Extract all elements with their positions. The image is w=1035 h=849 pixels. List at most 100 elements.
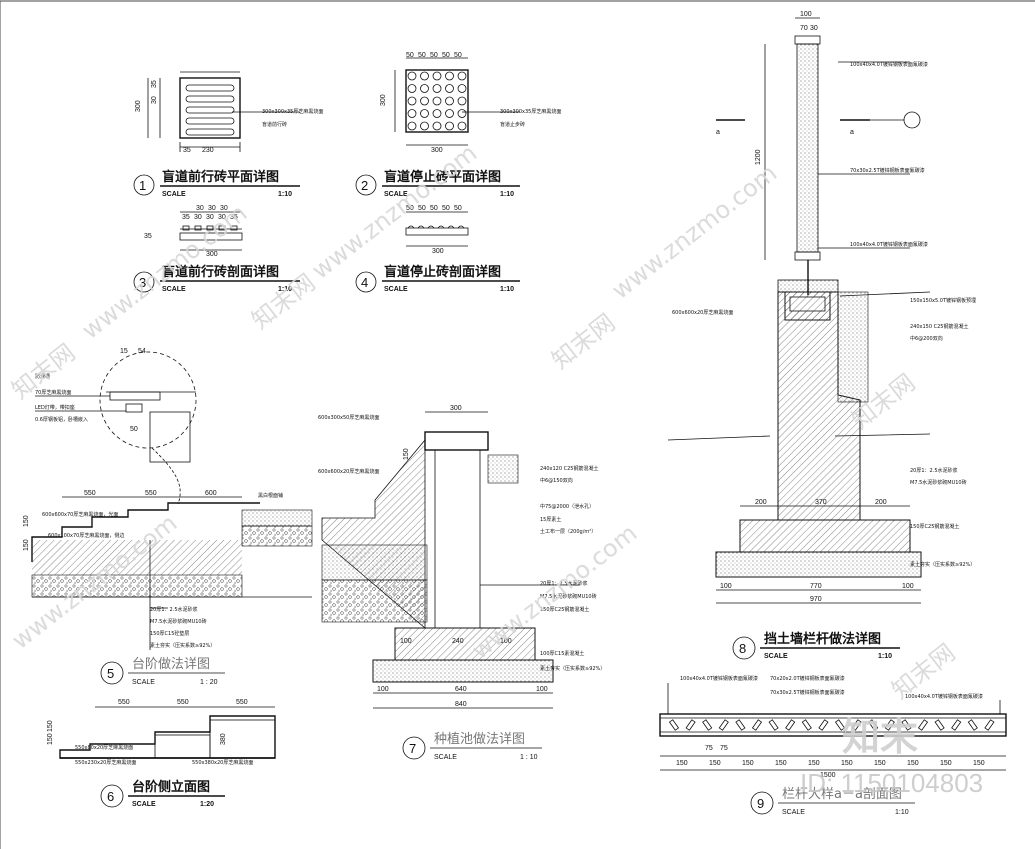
- d8-scale: 1:10: [878, 653, 892, 660]
- stop-dome: [407, 121, 417, 131]
- d7-dim-150: 150: [403, 448, 410, 460]
- d7-note-compact: 素土夯实（压实系数≥92%）: [540, 665, 605, 672]
- drawing-5-step-detail: 15 54 50 防滑槽 70厚芝麻黑烧面 LED灯带，带扣座 0.6厚钢板铝，…: [23, 348, 313, 686]
- watermark-brand-3: 知末网: [546, 308, 620, 374]
- d7-note-base: 100厚C15素混凝土: [540, 650, 584, 657]
- d6-scale-label: SCALE: [132, 801, 156, 808]
- d6-dim-550b: 550: [177, 699, 189, 706]
- railing-slat: [917, 719, 929, 731]
- watermark-id: ID: 1150104803: [800, 768, 983, 798]
- railing-slat: [668, 719, 680, 731]
- d2-dim-300b: 300: [431, 147, 443, 154]
- d8-scale-label: SCALE: [764, 653, 788, 660]
- d1-note-material: 300x300x35厚芝麻黑烧面: [262, 108, 323, 115]
- d6-scale: 1:20: [200, 801, 214, 808]
- d5-dim-50: 50: [130, 426, 138, 433]
- d8-note-mortar: 20厚1：2.5水泥砂浆: [910, 467, 958, 474]
- svg-text:50: 50: [442, 52, 450, 59]
- d5-dim-54: 54: [138, 348, 146, 355]
- railing-slat: [851, 719, 862, 731]
- d7-number: 7: [409, 741, 416, 756]
- d1-dim-30: 30: [151, 96, 158, 104]
- d3-scale-label: SCALE: [162, 286, 186, 293]
- d7-note-beam: 240x120 C25钢筋混凝土: [540, 465, 599, 472]
- d3-dim-35: 35: [144, 233, 152, 240]
- d5-dim-150b: 150: [23, 539, 30, 551]
- stop-dome: [420, 121, 429, 131]
- d8-title: 挡土墙栏杆做法详图: [764, 631, 881, 647]
- d6-title: 台阶侧立面图: [132, 779, 210, 795]
- d7-dim-240: 240: [452, 638, 464, 645]
- d8-dim-1200: 1200: [755, 149, 762, 165]
- svg-text:50: 50: [442, 205, 450, 212]
- d3-dim-30: 30: [196, 205, 204, 212]
- d1-title: 盲道前行砖平面详图: [162, 169, 279, 185]
- forward-tile-grooves: [185, 84, 235, 136]
- d7-dim-840: 840: [455, 701, 467, 708]
- d9-dim-segment: 150: [841, 760, 853, 767]
- stop-dome: [407, 96, 417, 106]
- d1-dim-230: 230: [202, 147, 214, 154]
- stop-tile-domes: [407, 71, 467, 131]
- d4-title: 盲道停止砖剖面详图: [384, 264, 501, 280]
- stop-dome: [432, 71, 442, 81]
- d5-number-circle: [100, 661, 124, 685]
- d1-dim-35b: 35: [183, 147, 191, 154]
- svg-text:50: 50: [454, 52, 462, 59]
- stop-dome: [407, 109, 417, 118]
- railing-slat: [984, 719, 995, 731]
- d8-note-bottomrail: 100x40x4.0T镀锌钢板表面氟碳漆: [850, 241, 928, 248]
- watermark-site-3: www.znzmo.com: [606, 159, 782, 305]
- svg-text:35: 35: [230, 214, 238, 221]
- d2-dim-50: 50: [406, 52, 414, 59]
- d2-scale-label: SCALE: [384, 191, 408, 198]
- d5-note-tread: 600x600x70厚芝麻黑烧面，光面: [42, 511, 118, 518]
- d7-note-soil: 15厚素土: [540, 516, 561, 523]
- d9-dim-segment: 150: [874, 760, 886, 767]
- stop-dome: [420, 84, 429, 93]
- d9-dim-75a: 75: [705, 745, 713, 752]
- d8-dim-30: 30: [810, 25, 818, 32]
- railing-slat: [751, 719, 763, 731]
- d8-dim-100a: 100: [720, 583, 732, 590]
- d5-dim-15: 15: [120, 348, 128, 355]
- d5-dim-150a: 150: [23, 515, 30, 527]
- d3-title: 盲道前行砖剖面详图: [162, 264, 279, 280]
- d9-scale-label: SCALE: [782, 809, 805, 816]
- railing-slat: [967, 719, 978, 731]
- d7-dim-100b: 100: [500, 638, 512, 645]
- d1-scale-label: SCALE: [162, 191, 186, 198]
- svg-text:50: 50: [418, 52, 426, 59]
- d2-scale: 1:10: [500, 191, 514, 198]
- d6-number-circle: [100, 784, 124, 808]
- d8-dim-200b: 200: [875, 499, 887, 506]
- d8-dim-370: 370: [815, 499, 827, 506]
- d5-note-concrete: 150厚C15砼垫层: [150, 630, 189, 637]
- d9-title: 栏杆大样a－a剖面图: [782, 787, 902, 802]
- stop-dome: [432, 84, 442, 93]
- drawing-6-step-side-elevation: 550 550 550 150 150 380 550x80x20厚芝麻黑烧面 …: [47, 699, 276, 808]
- svg-text:30: 30: [218, 214, 226, 221]
- d3-number-circle: [133, 271, 155, 293]
- d2-note-material: 300x300x35厚芝麻黑烧面: [500, 108, 561, 115]
- d3-dim-300: 300: [206, 251, 218, 258]
- d8-number: 8: [739, 641, 746, 656]
- d8-dim-200a: 200: [755, 499, 767, 506]
- d4-dim-300: 300: [432, 248, 444, 255]
- svg-text:30: 30: [220, 205, 228, 212]
- stop-dome: [457, 121, 467, 131]
- d8-dim-970: 970: [810, 596, 822, 603]
- d8-number-circle: [732, 636, 756, 660]
- d2-number: 2: [361, 178, 368, 193]
- d6-note-1: 550x80x20厚芝麻黑烧面: [75, 744, 133, 751]
- d9-dim-segment: 150: [742, 760, 754, 767]
- railing-slat: [685, 719, 696, 731]
- d7-dim-300: 300: [450, 405, 462, 412]
- d7-note-concrete: 150厚C25钢筋混凝土: [540, 606, 589, 613]
- drawing-8-retaining-wall-railing: 100 70 30 1200 a a 200 370 200 100 770 1…: [667, 11, 976, 660]
- railing-slat: [834, 719, 846, 731]
- d6-note-2: 550x230x20厚芝麻黑烧面: [75, 759, 136, 766]
- watermark-site-4: www.znzmo.com: [466, 519, 642, 665]
